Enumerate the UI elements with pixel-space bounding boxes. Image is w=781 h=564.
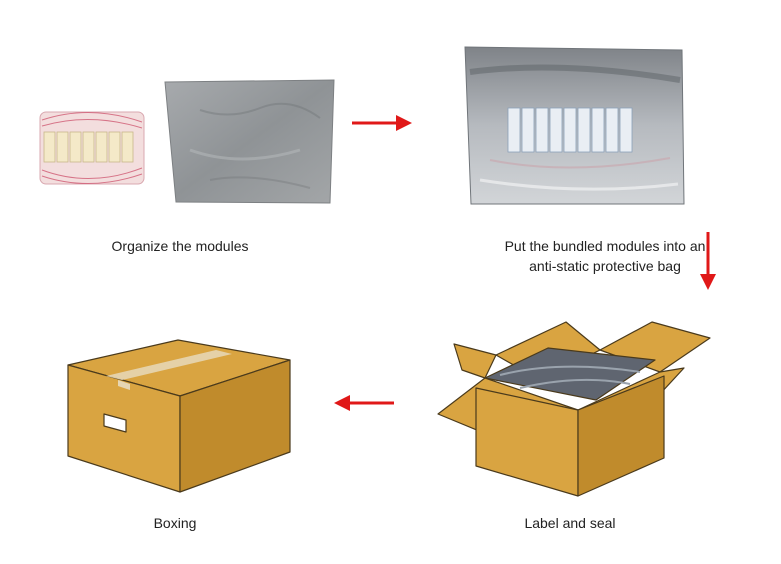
bagged-modules-image: [464, 46, 685, 205]
caption-line: Put the bundled modules into an: [504, 238, 706, 254]
caption-line: Organize the modules: [111, 238, 249, 254]
sealed-box-image: [67, 339, 291, 493]
step-caption-bag: Put the bundled modules into an anti-sta…: [460, 236, 750, 276]
empty-anti-static-bag-image: [164, 79, 335, 204]
arrow-down-icon: [700, 232, 716, 290]
arrow-right-icon: [352, 115, 412, 131]
caption-line: Label and seal: [524, 515, 616, 531]
arrow-left-icon: [334, 395, 394, 411]
open-box-image: [437, 321, 711, 497]
caption-line: anti-static protective bag: [529, 258, 681, 274]
step-caption-organize: Organize the modules: [70, 236, 290, 256]
step-caption-label-seal: Label and seal: [470, 513, 670, 533]
caption-line: Boxing: [153, 515, 197, 531]
led-modules-bundle-image: [39, 111, 145, 185]
step-caption-boxing: Boxing: [100, 513, 250, 533]
